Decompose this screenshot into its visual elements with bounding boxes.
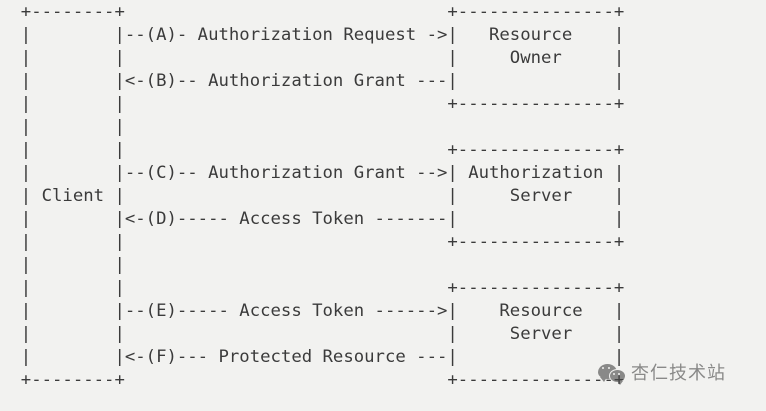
watermark-text: 杏仁技术站 — [631, 363, 726, 384]
oauth-protocol-flow-diagram: +--------+ +---------------+ | |--(A)- A… — [20, 2, 625, 390]
